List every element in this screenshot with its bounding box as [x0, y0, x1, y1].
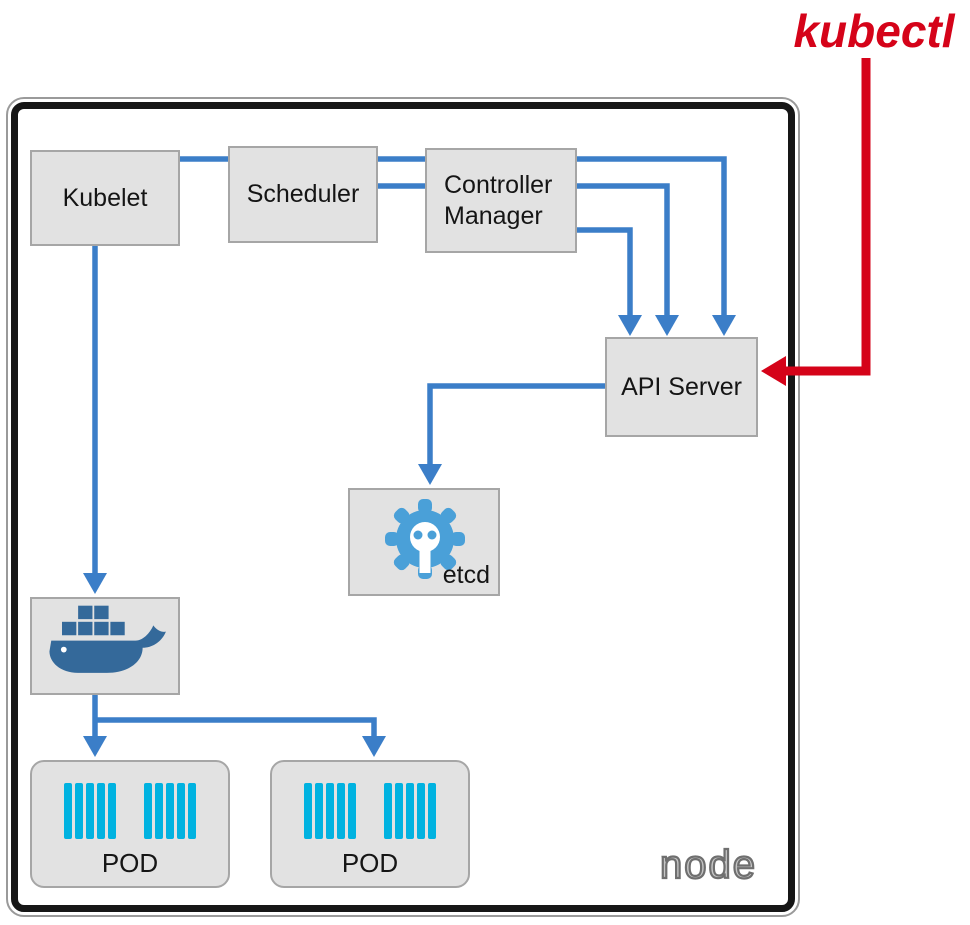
node-container-border: [11, 102, 795, 912]
etcd-gear-icon: [385, 499, 465, 579]
pod1-container-icons: [64, 782, 196, 839]
pod2-container-icons: [304, 782, 436, 839]
kubectl-label: kubectl: [793, 5, 955, 57]
api-server-label: API Server: [621, 372, 742, 401]
node-label: node: [659, 842, 757, 888]
container-icon: [304, 782, 356, 839]
arrow-api-server-to-etcd: [418, 383, 605, 485]
node-container: [6, 97, 800, 917]
container-icon: [64, 782, 116, 839]
container-icon: [144, 782, 196, 839]
pod1-label: POD: [101, 847, 159, 878]
api-server-box: API Server: [605, 337, 758, 437]
pod-box-1: POD: [30, 760, 230, 888]
etcd-box: etcd: [348, 488, 500, 596]
kubelet-label: Kubelet: [62, 183, 148, 212]
arrow-kubectl-to-api-server: [761, 58, 871, 386]
controller-manager-box: Controller Manager: [425, 148, 577, 253]
arrow-docker-to-pod2: [93, 717, 386, 757]
arrow-docker-to-pod1: [83, 695, 107, 757]
scheduler-label: Scheduler: [246, 180, 360, 208]
docker-box: [30, 597, 180, 695]
arrow-kubelet-to-docker: [83, 246, 107, 594]
arrow-controller-manager-to-api-server: [577, 227, 642, 336]
docker-whale-icon: [49, 605, 166, 673]
kubelet-box: Kubelet: [30, 150, 180, 246]
scheduler-box: Scheduler: [228, 146, 378, 243]
pod2-label: POD: [341, 847, 399, 878]
container-icon: [384, 782, 436, 839]
etcd-label: etcd: [442, 561, 490, 589]
controller-manager-label: Controller Manager: [444, 171, 553, 230]
pod-box-2: POD: [270, 760, 470, 888]
